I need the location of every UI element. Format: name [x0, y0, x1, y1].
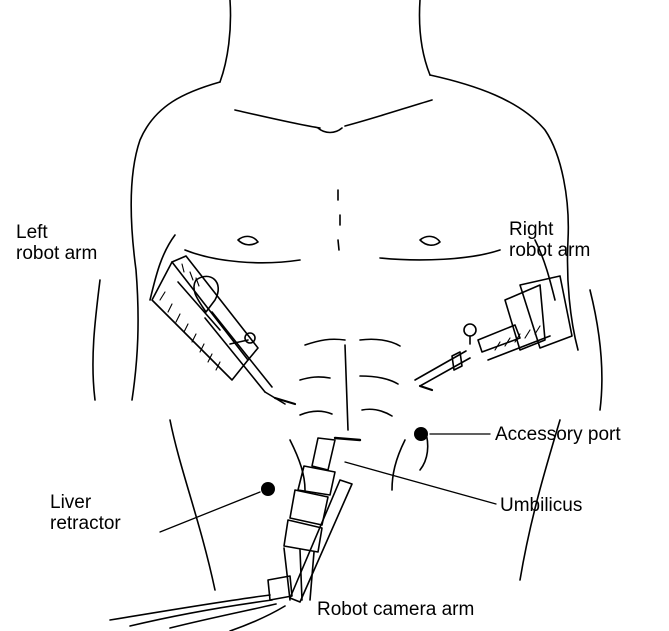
accessory-port-label: Accessory port [495, 424, 621, 445]
umbilicus-label: Umbilicus [500, 495, 582, 516]
liver-retractor-label-line1: Liver [50, 492, 121, 513]
left-robot-arm-instrument [152, 256, 295, 404]
right-robot-arm-instrument [415, 276, 572, 390]
robot-camera-arm-label-text: Robot camera arm [317, 599, 474, 620]
accessory-port-label-text: Accessory port [495, 424, 621, 445]
left-robot-arm-label-line2: robot arm [16, 243, 97, 264]
umbilicus-label-text: Umbilicus [500, 495, 582, 516]
left-robot-arm-label: Left robot arm [16, 222, 97, 264]
right-robot-arm-label-line2: robot arm [509, 240, 590, 261]
right-robot-arm-label: Right robot arm [509, 219, 590, 261]
right-robot-arm-label-line1: Right [509, 219, 590, 240]
liver-retractor-leader [160, 492, 260, 532]
left-robot-arm-label-line1: Left [16, 222, 97, 243]
liver-retractor-label: Liver retractor [50, 492, 121, 534]
robot-camera-arm-label: Robot camera arm [317, 599, 474, 620]
liver-retractor-marker [261, 482, 275, 496]
liver-retractor-label-line2: retractor [50, 513, 121, 534]
accessory-port-marker [414, 427, 428, 441]
